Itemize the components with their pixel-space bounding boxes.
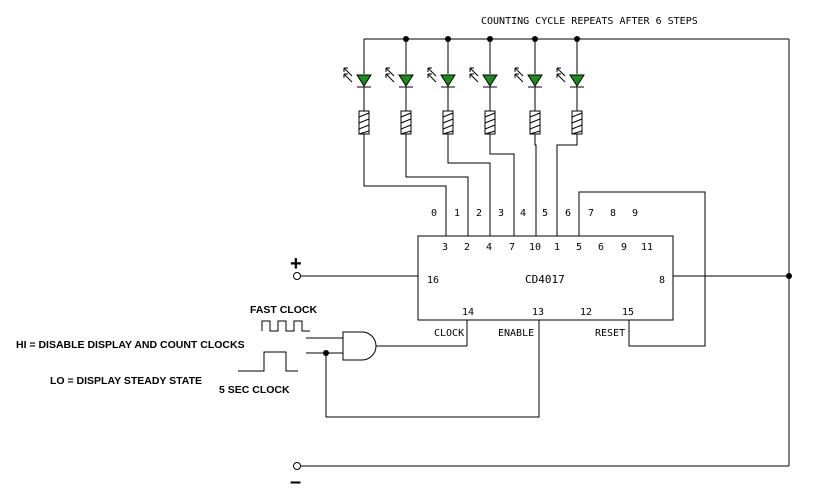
output-label: 1 — [454, 208, 460, 219]
resistor-hatch — [442, 112, 454, 135]
output-label: 0 — [431, 208, 437, 219]
pin-label: 6 — [598, 242, 604, 253]
resistor-hatch — [571, 112, 583, 135]
pin-label: 3 — [442, 242, 448, 253]
chip-output-labels: 0 1 2 3 4 5 6 7 8 9 — [431, 208, 638, 219]
resistor-hatch — [400, 112, 412, 135]
pin-label: 4 — [486, 242, 492, 253]
pin-label: 11 — [641, 242, 653, 253]
negative-terminal — [293, 462, 301, 470]
led-diode — [440, 74, 456, 87]
pin-14-label: 14 — [462, 307, 474, 318]
junction-dot — [487, 36, 493, 42]
junction-dot — [445, 36, 451, 42]
chip-name: CD4017 — [525, 273, 565, 286]
junction-dot — [532, 36, 538, 42]
output-label: 3 — [498, 208, 504, 219]
output-label: 7 — [588, 208, 594, 219]
pin-label: 9 — [621, 242, 627, 253]
chip-top-pins: 3 2 4 7 10 1 5 6 9 11 — [442, 242, 653, 253]
resistor-hatch — [484, 112, 496, 135]
pin-8-label: 8 — [659, 275, 665, 286]
resistor-hatch — [529, 112, 541, 135]
output-label: 5 — [542, 208, 548, 219]
plus-symbol: + — [290, 253, 302, 275]
enable-wire — [325, 320, 540, 418]
fast-clock-label: FAST CLOCK — [250, 304, 317, 316]
light-emission-icon — [343, 67, 353, 83]
pin-16-label: 16 — [427, 275, 439, 286]
led-branches — [343, 36, 585, 236]
pin-label: 5 — [576, 242, 582, 253]
led-diode — [398, 74, 414, 87]
junction-dot — [403, 36, 409, 42]
output-wire — [363, 134, 447, 236]
output-wire — [556, 134, 578, 236]
output-label: 2 — [476, 208, 482, 219]
led-diode — [569, 74, 585, 87]
light-emission-icon — [514, 67, 524, 83]
output-label: 8 — [610, 208, 616, 219]
output-label: 6 — [565, 208, 571, 219]
diagram-title: COUNTING CYCLE REPEATS AFTER 6 STEPS — [481, 16, 698, 27]
resistor-hatch — [358, 112, 370, 135]
output-label: 9 — [632, 208, 638, 219]
reset-pin-label: RESET — [595, 328, 625, 339]
pin-15-label: 15 — [622, 307, 634, 318]
led-diode — [356, 74, 372, 87]
pin-label: 2 — [464, 242, 470, 253]
light-emission-icon — [469, 67, 479, 83]
reset-feedback-wire — [578, 191, 706, 347]
light-emission-icon — [385, 67, 395, 83]
pin-label: 7 — [509, 242, 515, 253]
output-wire — [534, 134, 537, 236]
negative-supply — [293, 462, 789, 470]
lo-note: LO = DISPLAY STEADY STATE — [50, 375, 202, 387]
output-wire — [489, 134, 515, 236]
light-emission-icon — [427, 67, 437, 83]
output-wire — [405, 134, 469, 236]
led-diode — [527, 74, 543, 87]
slow-clock-waveform — [238, 351, 298, 372]
light-emission-icon — [556, 67, 566, 83]
clock-pin-label: CLOCK — [434, 328, 464, 339]
pin-13-label: 13 — [532, 307, 544, 318]
led-diode — [482, 74, 498, 87]
output-label: 4 — [520, 208, 526, 219]
minus-symbol: – — [290, 471, 301, 492]
output-wire — [447, 134, 491, 236]
pin-12-label: 12 — [580, 307, 592, 318]
cd4017-chip — [417, 235, 674, 321]
junction-dot — [574, 36, 580, 42]
enable-pin-label: ENABLE — [498, 328, 534, 339]
positive-supply — [293, 272, 418, 280]
pin-label: 10 — [529, 242, 541, 253]
fast-clock-waveform — [261, 320, 310, 332]
pin-label: 1 — [554, 242, 560, 253]
junction-dot — [786, 273, 792, 279]
and-gate — [342, 331, 377, 361]
slow-clock-label: 5 SEC CLOCK — [219, 384, 290, 396]
hi-note: HI = DISABLE DISPLAY AND COUNT CLOCKS — [16, 339, 245, 351]
